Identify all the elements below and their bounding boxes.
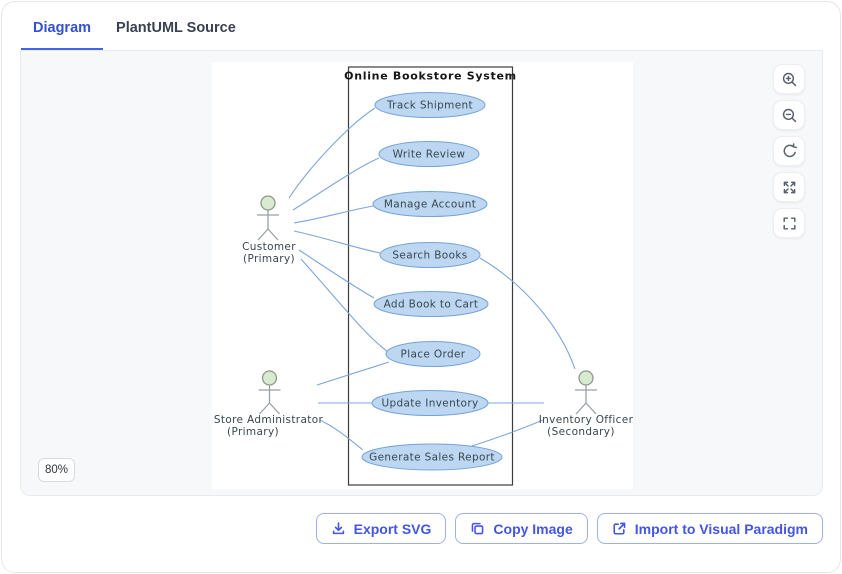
reset-view-button[interactable]	[773, 136, 805, 166]
zoom-in-button[interactable]	[773, 64, 805, 94]
fullscreen-icon	[782, 216, 796, 230]
use-case-track-shipment[interactable]: Track Shipment	[374, 92, 486, 118]
footer-actions: Export SVG Copy Image Import to Visual P…	[315, 513, 823, 544]
download-icon	[332, 522, 344, 535]
copy-image-button[interactable]: Copy Image	[455, 513, 588, 544]
actor-customer[interactable]: Customer (Primary)	[242, 195, 296, 265]
zoom-out-icon	[782, 108, 796, 122]
expand-arrows-icon	[783, 181, 795, 193]
svg-text:Update Inventory: Update Inventory	[381, 398, 478, 410]
svg-text:Store Administrator: Store Administrator	[214, 414, 324, 426]
svg-text:(Primary): (Primary)	[243, 253, 295, 265]
export-svg-button[interactable]: Export SVG	[315, 513, 447, 544]
use-case-add-book-to-cart[interactable]: Add Book to Cart	[373, 291, 489, 317]
svg-text:Place Order: Place Order	[401, 349, 466, 361]
usecase-diagram[interactable]: Online Bookstore System	[212, 62, 633, 489]
actor-inventory-officer[interactable]: Inventory Officer (Secondary)	[539, 370, 633, 438]
use-case-search-books[interactable]: Search Books	[379, 242, 481, 268]
association-lines	[288, 107, 576, 451]
svg-text:Generate Sales Report: Generate Sales Report	[369, 452, 495, 464]
fullscreen-button[interactable]	[773, 208, 805, 238]
import-to-visual-paradigm-label: Import to Visual Paradigm	[634, 520, 808, 537]
system-boundary-title: Online Bookstore System	[344, 70, 517, 83]
svg-text:Manage Account: Manage Account	[384, 199, 476, 211]
actor-store-administrator[interactable]: Store Administrator (Primary)	[214, 370, 324, 438]
use-case-write-review[interactable]: Write Review	[378, 141, 480, 167]
svg-text:Add Book to Cart: Add Book to Cart	[384, 299, 479, 311]
zoom-level-badge: 80%	[38, 458, 76, 482]
export-svg-label: Export SVG	[353, 520, 432, 537]
svg-text:Inventory Officer: Inventory Officer	[539, 414, 633, 426]
use-case-update-inventory[interactable]: Update Inventory	[371, 390, 489, 416]
system-boundary: Online Bookstore System	[344, 66, 517, 486]
use-cases: Track Shipment Write Review Manage Accou…	[361, 92, 503, 471]
tab-bar: Diagram PlantUML Source	[2, 2, 840, 50]
copy-icon	[472, 522, 484, 535]
svg-text:Customer: Customer	[242, 241, 296, 253]
svg-text:(Secondary): (Secondary)	[547, 426, 615, 438]
svg-text:Track Shipment: Track Shipment	[386, 100, 473, 112]
use-case-place-order[interactable]: Place Order	[385, 341, 481, 367]
use-case-generate-sales-report[interactable]: Generate Sales Report	[361, 443, 503, 471]
use-case-manage-account[interactable]: Manage Account	[372, 191, 488, 217]
svg-text:Search Books: Search Books	[392, 250, 467, 262]
zoom-out-button[interactable]	[773, 100, 805, 130]
svg-text:(Primary): (Primary)	[227, 426, 279, 438]
expand-button[interactable]	[773, 172, 805, 202]
tab-plantuml-source[interactable]: PlantUML Source	[116, 20, 236, 36]
svg-text:Write Review: Write Review	[393, 149, 466, 161]
view-controls	[773, 64, 805, 238]
reset-icon	[783, 142, 797, 157]
zoom-in-icon	[782, 72, 796, 86]
import-to-visual-paradigm-button[interactable]: Import to Visual Paradigm	[596, 513, 823, 544]
diagram-canvas[interactable]: Online Bookstore System	[20, 50, 823, 496]
tab-diagram[interactable]: Diagram	[21, 20, 104, 50]
external-link-icon	[613, 522, 626, 535]
copy-image-label: Copy Image	[493, 520, 573, 537]
